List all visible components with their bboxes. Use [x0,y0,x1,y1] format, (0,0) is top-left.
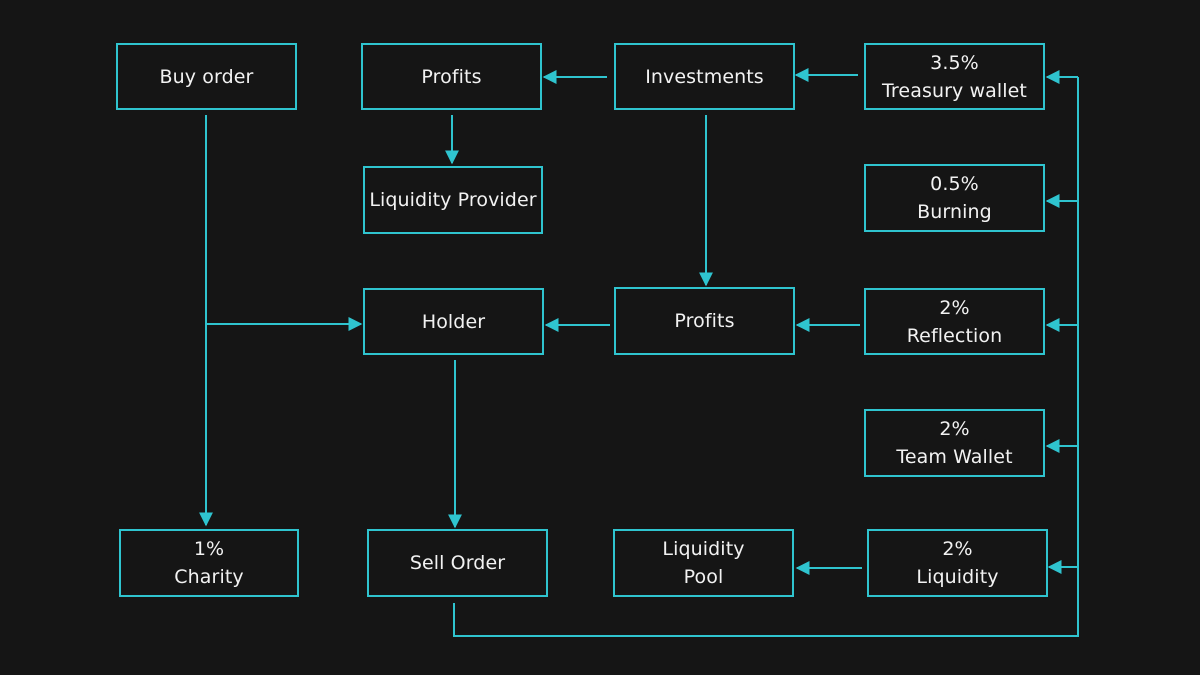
node-team-wallet: 2% Team Wallet [864,409,1045,477]
node-percent: 1% [193,538,225,560]
node-percent: 2% [939,418,970,440]
node-reflection: 2% Reflection [864,288,1045,355]
node-label: Liquidity [916,566,999,588]
node-treasury-wallet: 3.5% Treasury wallet [864,43,1045,110]
node-label: Reflection [906,324,1003,347]
node-percent: 2% [942,538,973,560]
node-label: Profits [674,310,735,332]
node-profits-mid: Profits [614,287,795,355]
node-label: Profits [421,65,482,88]
node-liquidity-pool: Liquidity Pool [613,529,794,597]
node-holder: Holder [363,288,544,355]
node-investments: Investments [614,43,795,110]
node-label: Liquidity Provider [369,189,537,211]
node-label: Treasury wallet [882,79,1027,102]
node-burning: 0.5% Burning [864,164,1045,232]
node-label: Investments [645,65,764,88]
node-label: Charity [174,566,244,588]
node-label: Buy order [159,65,254,88]
node-percent: 0.5% [930,173,979,195]
node-label: Sell Order [409,552,506,574]
line-sell-order-loop [453,77,1079,637]
node-charity: 1% Charity [119,529,299,597]
node-liquidity-provider: Liquidity Provider [363,166,543,234]
node-label: Holder [421,310,486,333]
node-percent: 2% [939,296,970,319]
node-liquidity-fee: 2% Liquidity [867,529,1048,597]
node-percent: 3.5% [930,51,979,74]
node-label: Burning [917,201,992,223]
node-profits-top: Profits [361,43,542,110]
node-label: Team Wallet [896,446,1013,468]
node-label: Liquidity [662,538,745,560]
node-buy-order: Buy order [116,43,297,110]
node-label-second: Pool [683,566,724,588]
node-sell-order: Sell Order [367,529,548,597]
